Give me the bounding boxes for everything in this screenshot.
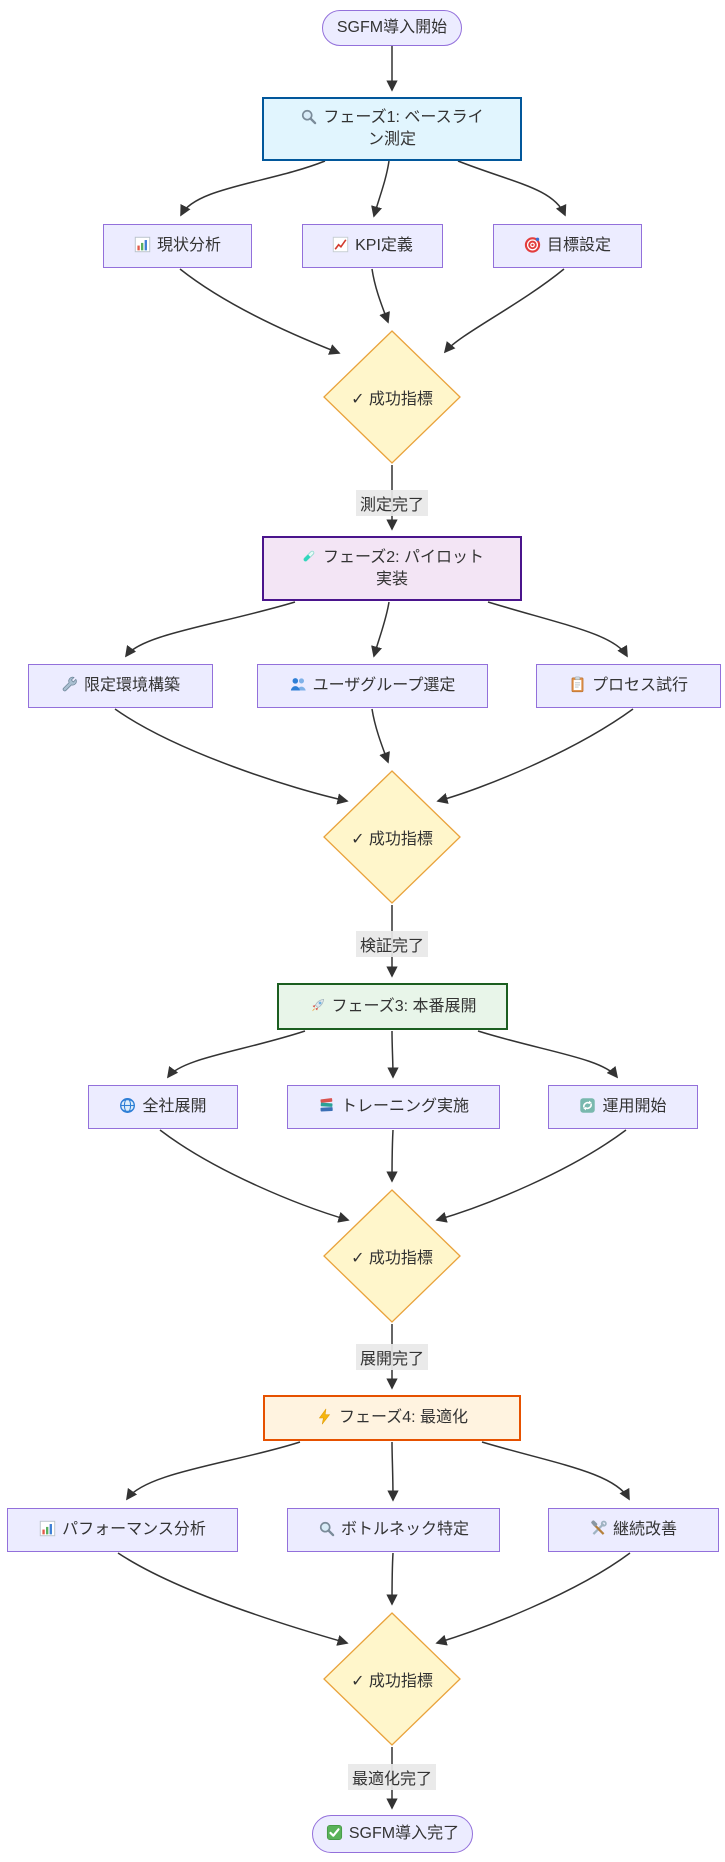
node-label: 運用開始: [602, 1098, 667, 1116]
decision-check1: ✓ 成功指標: [323, 330, 461, 464]
edge-improvement-check4: [435, 1552, 631, 1646]
edge-label-measure-complete: 測定完了: [355, 490, 429, 516]
globe-icon: [119, 1097, 136, 1114]
node-phase4: フェーズ4: 最適化: [263, 1395, 521, 1441]
node-label: SGFM導入完了: [348, 1825, 460, 1843]
edge-current-state-check1: [179, 268, 341, 355]
edge-label-verify-complete: 検証完了: [355, 931, 429, 957]
decision-label: ✓ 成功指標: [351, 831, 433, 848]
node-operation: 運用開始: [548, 1085, 698, 1129]
edge-company-wide-check3: [159, 1129, 350, 1223]
node-label: フェーズ2: パイロット実装: [323, 548, 484, 588]
node-label: 継続改善: [612, 1521, 677, 1539]
edge-kpi-check1: [371, 268, 390, 324]
node-label: パフォーマンス分析: [62, 1521, 206, 1539]
line-chart-icon: [332, 236, 349, 253]
edge-phase2-process-trial: [487, 601, 628, 658]
books-icon: [318, 1097, 335, 1114]
rocket-icon: [309, 997, 326, 1014]
wrench-icon: [61, 676, 78, 693]
edge-process-trial-check2: [436, 708, 634, 804]
edge-user-group-check2: [371, 708, 390, 764]
clipboard-icon: [569, 676, 586, 693]
node-label: トレーニング実施: [340, 1098, 469, 1116]
node-label: SGFM導入開始: [336, 19, 448, 37]
edge-phase3-operation: [477, 1030, 619, 1079]
node-current-state: 現状分析: [103, 224, 252, 268]
node-limited-env: 限定環境構築: [28, 664, 213, 708]
edge-phase1-goal: [457, 160, 567, 217]
edge-operation-check3: [435, 1129, 627, 1223]
node-training: トレーニング実施: [287, 1085, 500, 1129]
node-label: 全社展開: [142, 1098, 207, 1116]
edge-training-check3: [386, 1129, 398, 1183]
lightning-icon: [316, 1408, 333, 1425]
decision-check3: ✓ 成功指標: [323, 1189, 461, 1323]
edge-limited-env-check2: [114, 708, 349, 805]
test-tube-icon: [300, 548, 317, 565]
bar-chart-icon: [39, 1520, 56, 1537]
edge-phase4-performance: [126, 1441, 301, 1501]
node-performance: パフォーマンス分析: [7, 1508, 238, 1552]
users-icon: [290, 676, 307, 693]
edge-phase2-user-group: [371, 601, 390, 658]
decision-label: ✓ 成功指標: [351, 1250, 433, 1267]
bar-chart-icon: [134, 236, 151, 253]
node-bottleneck: ボトルネック特定: [287, 1508, 500, 1552]
node-label: フェーズ1: ベースライン測定: [323, 109, 484, 148]
edge-goal-check1: [443, 268, 565, 354]
target-icon: [524, 236, 541, 253]
tools-icon: [590, 1520, 607, 1537]
edge-label-rollout-complete: 展開完了: [355, 1344, 429, 1370]
node-label: フェーズ3: 本番展開: [331, 997, 477, 1015]
edge-label-optimize-complete: 最適化完了: [347, 1764, 437, 1790]
node-label: KPI定義: [355, 237, 413, 255]
edge-phase4-bottleneck: [387, 1441, 399, 1502]
edge-phase2-limited-env: [125, 601, 296, 658]
node-goal: 目標設定: [493, 224, 642, 268]
decision-label: ✓ 成功指標: [351, 391, 433, 408]
edge-bottleneck-check4: [386, 1552, 398, 1606]
edge-phase1-current-state: [180, 160, 326, 217]
edge-phase4-improvement: [481, 1441, 630, 1501]
node-label: ユーザグループ選定: [312, 677, 456, 695]
node-kpi: KPI定義: [302, 224, 443, 268]
node-end: SGFM導入完了: [312, 1815, 473, 1853]
decision-check2: ✓ 成功指標: [323, 770, 461, 904]
node-label: 現状分析: [156, 237, 221, 255]
node-label: 目標設定: [546, 237, 611, 255]
magnifier-icon: [300, 108, 317, 125]
node-label: フェーズ4: 最適化: [339, 1409, 468, 1427]
node-phase1: フェーズ1: ベースライン測定: [262, 97, 522, 161]
node-improvement: 継続改善: [548, 1508, 719, 1552]
check-box-icon: [326, 1824, 343, 1841]
edge-performance-check4: [117, 1552, 349, 1646]
magnifier-icon: [318, 1520, 335, 1537]
node-label: プロセス試行: [591, 677, 688, 695]
node-process-trial: プロセス試行: [536, 664, 721, 708]
decision-label: ✓ 成功指標: [351, 1673, 433, 1690]
node-phase2: フェーズ2: パイロット実装: [262, 536, 522, 601]
decision-check4: ✓ 成功指標: [323, 1612, 461, 1746]
node-label: ボトルネック特定: [340, 1521, 469, 1539]
cycle-arrows-icon: [579, 1097, 596, 1114]
edge-phase1-kpi: [371, 160, 390, 218]
node-user-group: ユーザグループ選定: [257, 664, 488, 708]
edge-phase3-training: [387, 1030, 399, 1079]
node-company-wide: 全社展開: [88, 1085, 238, 1129]
node-start: SGFM導入開始: [322, 10, 462, 46]
node-phase3: フェーズ3: 本番展開: [277, 983, 508, 1030]
node-label: 限定環境構築: [83, 677, 180, 695]
edge-phase3-company-wide: [166, 1030, 306, 1079]
